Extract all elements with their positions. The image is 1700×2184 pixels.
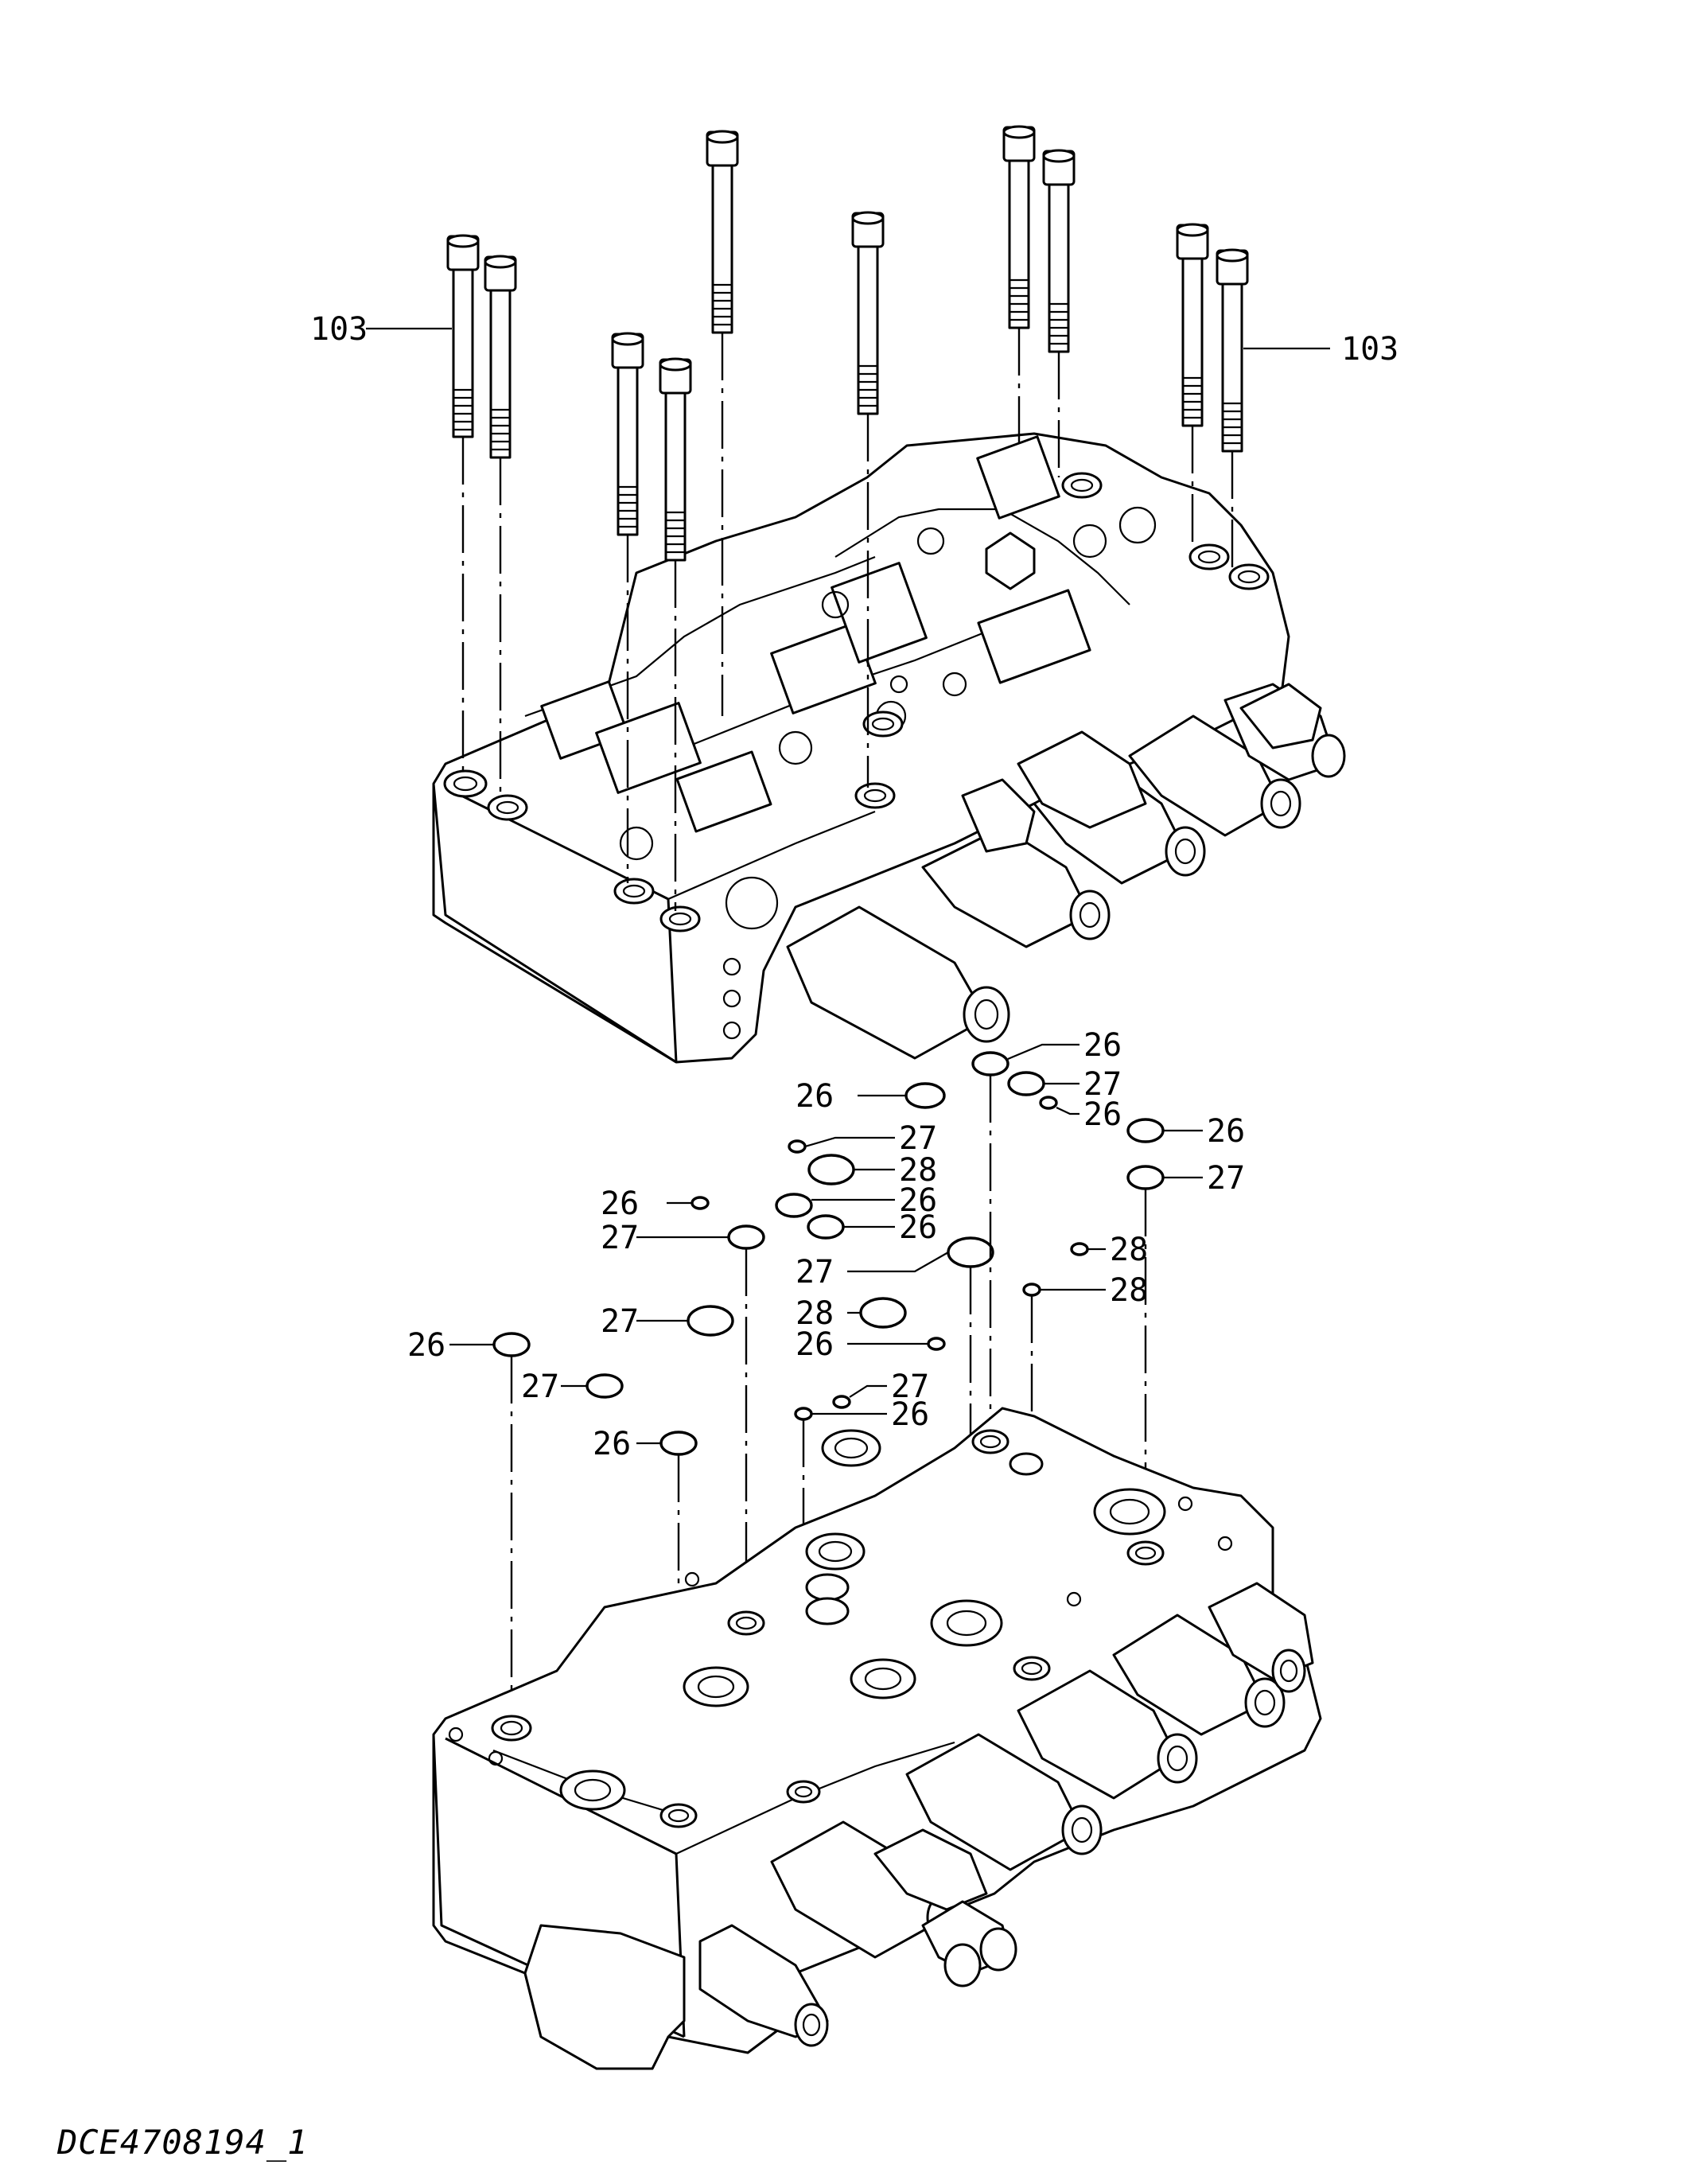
o-ring-large [859, 1297, 907, 1329]
o-ring-large [807, 1154, 855, 1185]
o-ring-small [1039, 1096, 1058, 1110]
callout-seal: 27 [796, 1254, 834, 1291]
o-ring [775, 1193, 813, 1218]
callout-seal: 26 [891, 1396, 929, 1433]
o-ring-small [1022, 1283, 1041, 1297]
callout-seal: 26 [407, 1327, 445, 1364]
o-ring [1126, 1165, 1165, 1190]
bolt [484, 255, 517, 459]
callout-seal: 27 [601, 1220, 639, 1256]
callout-seal: 26 [601, 1185, 639, 1222]
callout-seal: 28 [1110, 1272, 1148, 1309]
o-ring [1007, 1071, 1045, 1096]
bolt [706, 130, 739, 334]
callout-seal: 26 [1083, 1027, 1122, 1064]
o-ring [971, 1051, 1009, 1076]
bolt [446, 234, 480, 438]
bolt-centerlines [461, 328, 1234, 911]
bolt-group [446, 125, 1249, 562]
callout-seal: 27 [1207, 1160, 1245, 1197]
o-ring-small [691, 1196, 710, 1210]
callout-bolt-left: 103 [310, 311, 368, 348]
callout-seal: 26 [1207, 1113, 1245, 1150]
o-ring [807, 1214, 845, 1240]
callout-seal: 26 [1083, 1096, 1122, 1133]
bolt [1216, 248, 1249, 453]
lower-valve-block [432, 1407, 1322, 2070]
drawing-identifier: DCE4708194_1 [57, 2123, 309, 2162]
bolt [1042, 149, 1076, 353]
o-ring-small [832, 1395, 851, 1409]
callout-seal: 26 [899, 1209, 937, 1246]
bolt [1002, 125, 1036, 329]
upper-valve-block [432, 432, 1346, 1064]
bolt [659, 357, 692, 562]
o-ring [659, 1431, 698, 1456]
o-ring [727, 1224, 765, 1250]
o-ring-large [687, 1305, 734, 1337]
o-ring-small [794, 1407, 813, 1421]
callout-seal: 28 [796, 1295, 834, 1332]
callout-seal: 28 [899, 1152, 937, 1189]
callout-seal: 26 [899, 1182, 937, 1219]
bolt [611, 332, 644, 536]
lower-spool-caps [698, 1582, 1314, 2047]
o-ring [904, 1082, 946, 1109]
callout-seal: 27 [1083, 1066, 1122, 1103]
bolt [851, 211, 885, 415]
callout-seal: 26 [796, 1078, 834, 1115]
callout-seal: 27 [899, 1120, 937, 1157]
o-ring [585, 1373, 624, 1399]
o-ring [492, 1332, 531, 1357]
callout-seal: 26 [593, 1426, 631, 1462]
o-ring-small [927, 1337, 946, 1351]
callout-bolt-right: 103 [1341, 331, 1399, 368]
callout-seal: 28 [1110, 1232, 1148, 1268]
callout-seal: 26 [796, 1326, 834, 1363]
o-ring-large [947, 1236, 994, 1268]
bolt [1176, 223, 1209, 427]
o-ring-small [1070, 1242, 1089, 1256]
seal-leaders [449, 1043, 1203, 1445]
callout-seal: 27 [601, 1303, 639, 1340]
callout-seal: 27 [521, 1368, 559, 1405]
o-ring-small [788, 1139, 807, 1154]
upper-spool-caps [786, 683, 1346, 1060]
callout-seal: 27 [891, 1368, 929, 1405]
o-ring [1126, 1118, 1165, 1143]
